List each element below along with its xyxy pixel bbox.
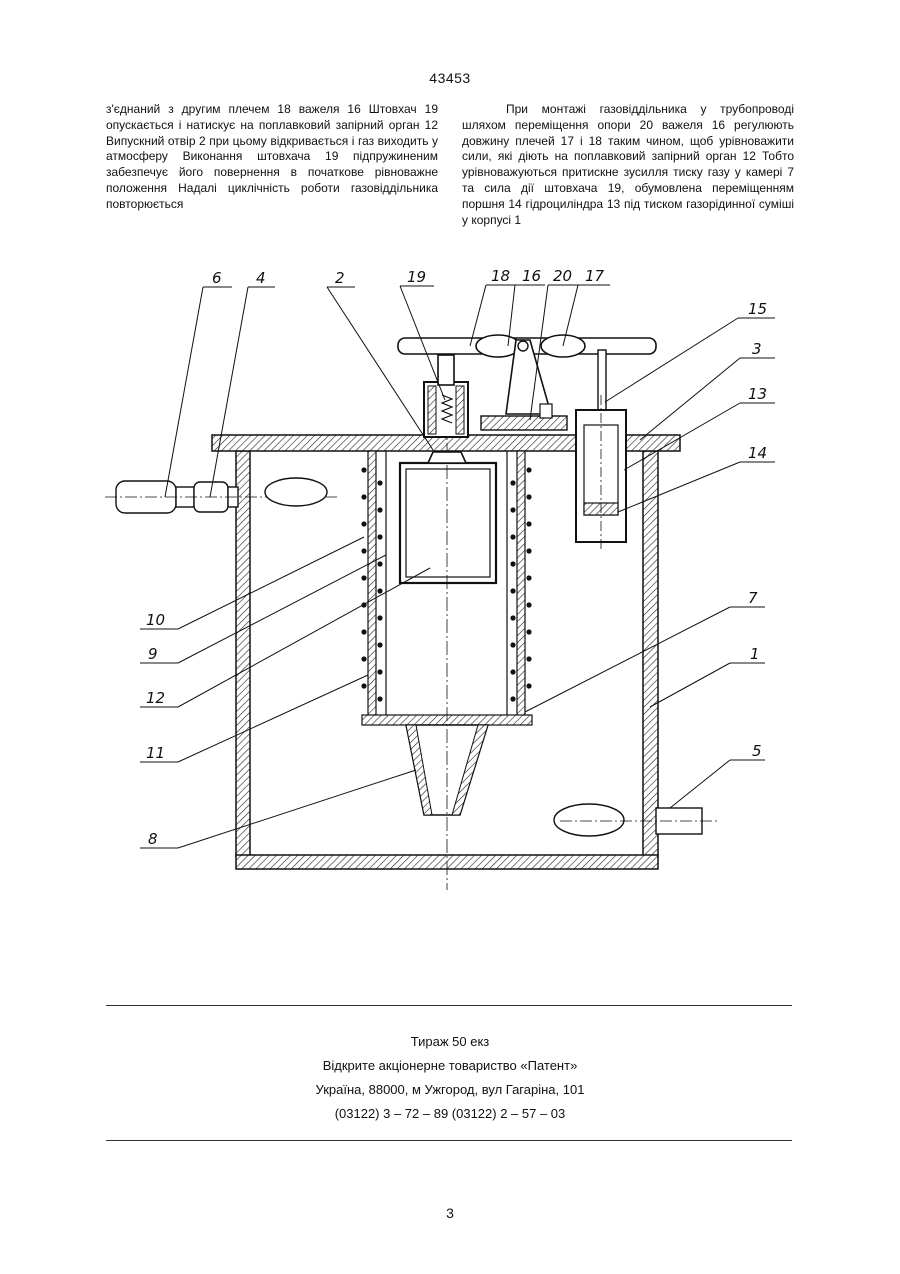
flow-ellipse-top [265, 478, 327, 506]
label-17: 17 [585, 267, 605, 285]
label-2: 2 [335, 269, 345, 287]
label-15: 15 [748, 300, 767, 318]
label-16: 16 [522, 267, 541, 285]
imprint-top-rule [106, 1005, 792, 1006]
address: Україна, 88000, м Ужгород, вул Гагаріна,… [0, 1078, 900, 1102]
label-19: 19 [407, 268, 426, 286]
imprint-block: Тираж 50 екз Відкрите акціонерне товарис… [0, 1030, 900, 1126]
label-14: 14 [748, 444, 767, 462]
circulation: Тираж 50 екз [0, 1030, 900, 1054]
label-8: 8 [148, 830, 158, 848]
label-10: 10 [146, 611, 165, 629]
label-12: 12 [146, 689, 165, 707]
label-5: 5 [752, 742, 762, 760]
hydraulic-cylinder [576, 350, 626, 550]
label-11: 11 [146, 744, 165, 762]
label-7: 7 [748, 589, 758, 607]
body-left-wall [236, 451, 250, 857]
page-number: 3 [0, 1205, 900, 1221]
publisher: Відкрите акціонерне товариство «Патент» [0, 1054, 900, 1078]
imprint-bottom-rule [106, 1140, 792, 1141]
label-13: 13 [748, 385, 767, 403]
label-9: 9 [148, 645, 158, 663]
label-4: 4 [256, 269, 266, 287]
label-6: 6 [212, 269, 222, 287]
float-body [400, 463, 496, 583]
phones: (03122) 3 – 72 – 89 (03122) 2 – 57 – 03 [0, 1102, 900, 1126]
label-1: 1 [750, 645, 760, 663]
label-20: 20 [553, 267, 572, 285]
gas-separator-drawing: 6 4 2 19 18 16 20 17 15 3 13 14 10 9 12 … [0, 0, 900, 1000]
flow-ellipse-bottom [554, 804, 624, 836]
label-18: 18 [491, 267, 510, 285]
label-3: 3 [752, 340, 762, 358]
body-right-wall [643, 451, 658, 857]
